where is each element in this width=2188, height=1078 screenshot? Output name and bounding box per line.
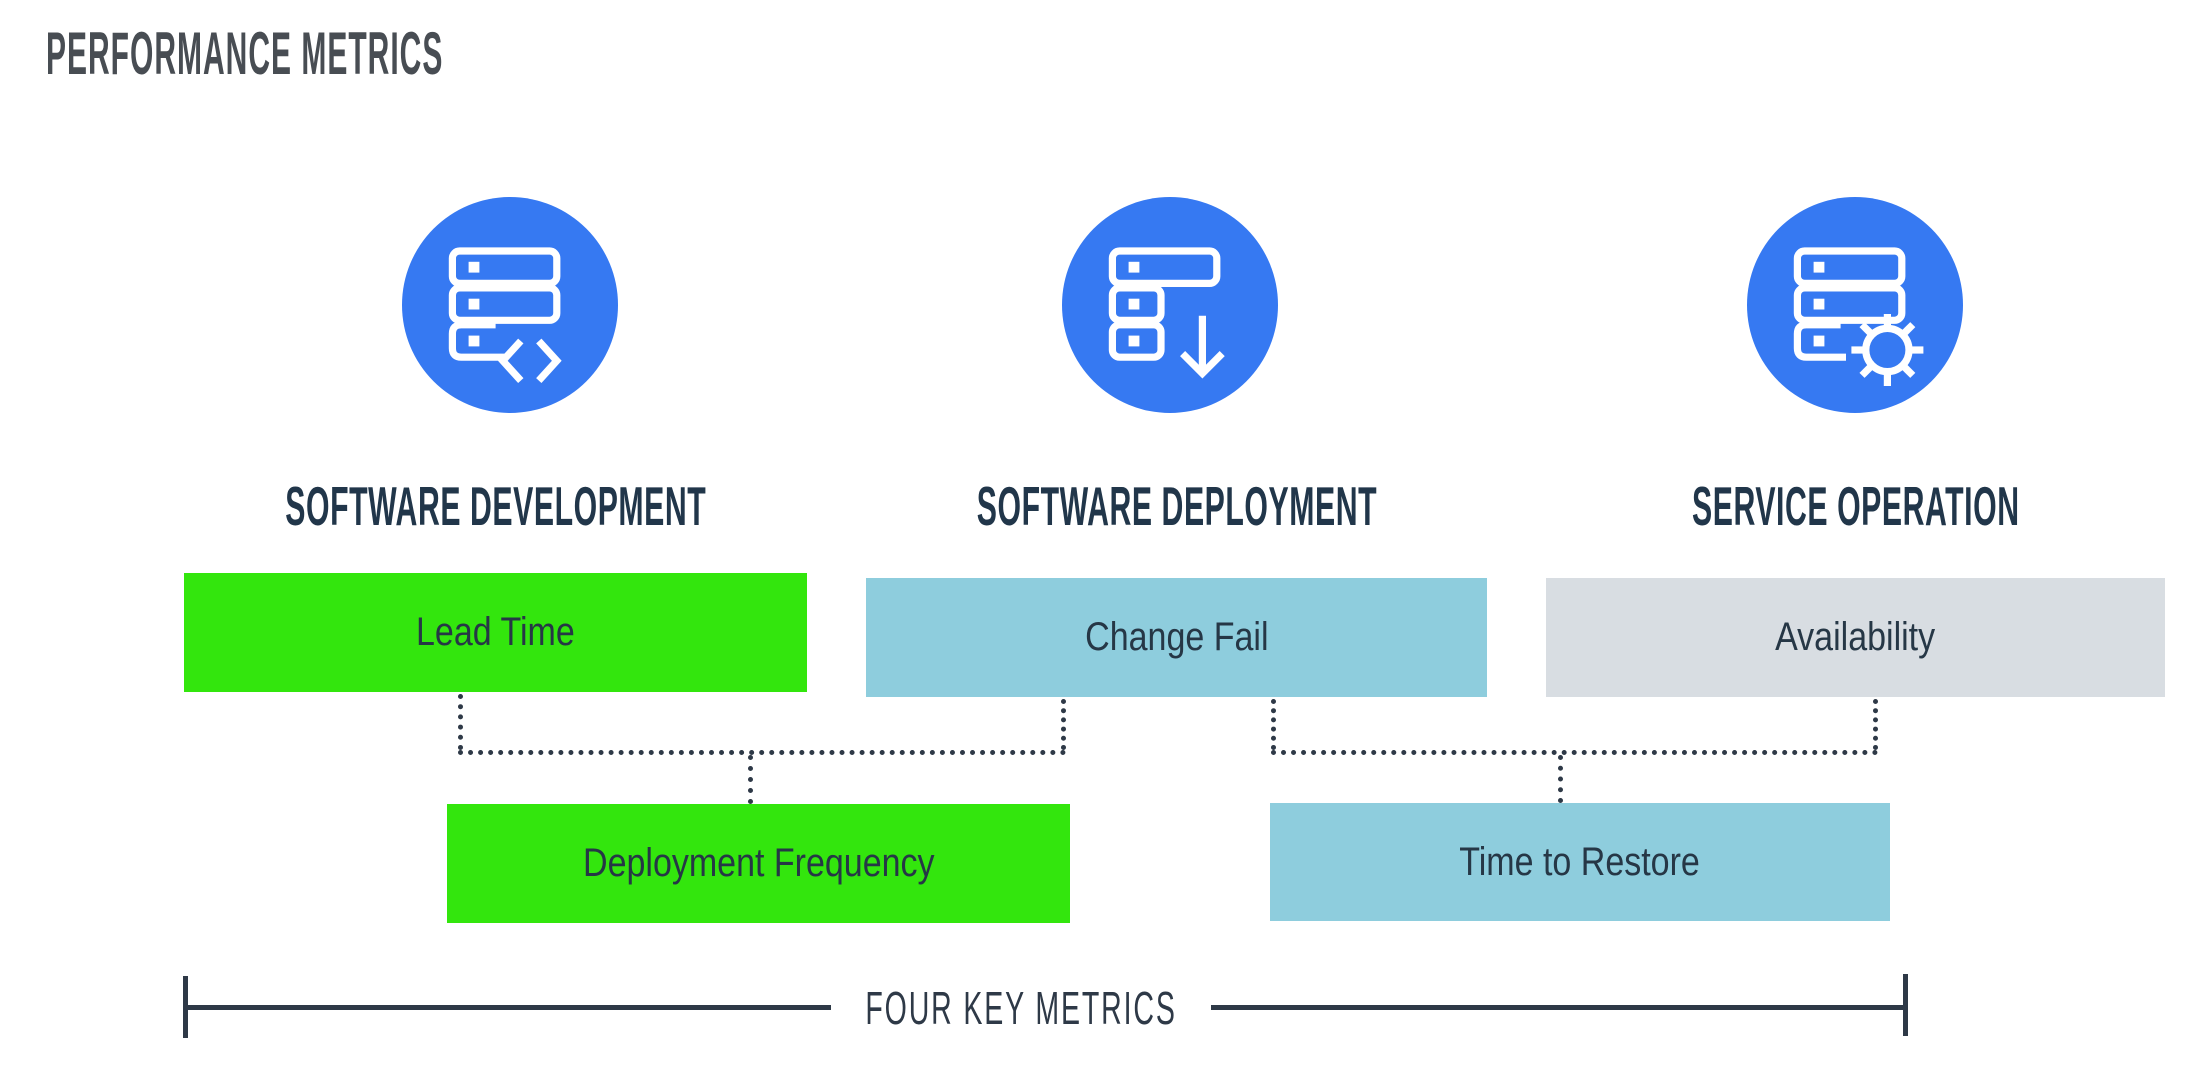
bracket-right-line xyxy=(1211,1005,1906,1010)
four-key-metrics-label: FOUR KEY METRICS xyxy=(865,982,1177,1034)
server-gear-icon xyxy=(1793,247,1924,386)
column-header-software-development: SOFTWARE DEVELOPMENT xyxy=(284,475,707,537)
connector-availability-down xyxy=(1873,699,1878,750)
connector-change-fail-left-down xyxy=(1061,699,1066,750)
metric-bar-change-fail: Change Fail xyxy=(866,578,1487,697)
metric-bar-deployment-frequency: Deployment Frequency xyxy=(447,804,1070,923)
metric-bar-lead-time: Lead Time xyxy=(184,573,807,692)
page-title-text: PERFORMANCE METRICS xyxy=(46,20,444,87)
page-title: PERFORMANCE METRICS xyxy=(46,18,841,90)
metric-label: Lead Time xyxy=(416,610,575,654)
bracket-left-line xyxy=(183,1005,831,1010)
metric-bar-availability: Availability xyxy=(1546,578,2165,697)
metric-label: Availability xyxy=(1775,615,1936,659)
server-download-icon xyxy=(1108,247,1225,379)
metric-label: Deployment Frequency xyxy=(582,841,935,885)
software-development-icon-circle xyxy=(402,197,618,413)
metric-label: Time to Restore xyxy=(1459,839,1701,884)
column-header-software-deployment: SOFTWARE DEPLOYMENT xyxy=(976,475,1377,537)
connector-left-horizontal xyxy=(458,750,1066,755)
metric-bar-time-to-restore: Time to Restore xyxy=(1270,803,1890,921)
server-code-icon xyxy=(448,247,562,384)
connector-change-fail-right-down xyxy=(1271,699,1276,750)
service-operation-icon-circle xyxy=(1747,197,1963,413)
column-header-service-operation: SERVICE OPERATION xyxy=(1691,475,2020,537)
software-deployment-icon-circle xyxy=(1062,197,1278,413)
bracket-right-cap xyxy=(1903,974,1908,1036)
connector-lead-time-down xyxy=(458,694,463,750)
connector-right-horizontal xyxy=(1271,750,1878,755)
metric-label: Change Fail xyxy=(1084,615,1269,659)
connector-deployment-frequency-up xyxy=(748,755,753,804)
connector-time-to-restore-up xyxy=(1558,755,1563,803)
